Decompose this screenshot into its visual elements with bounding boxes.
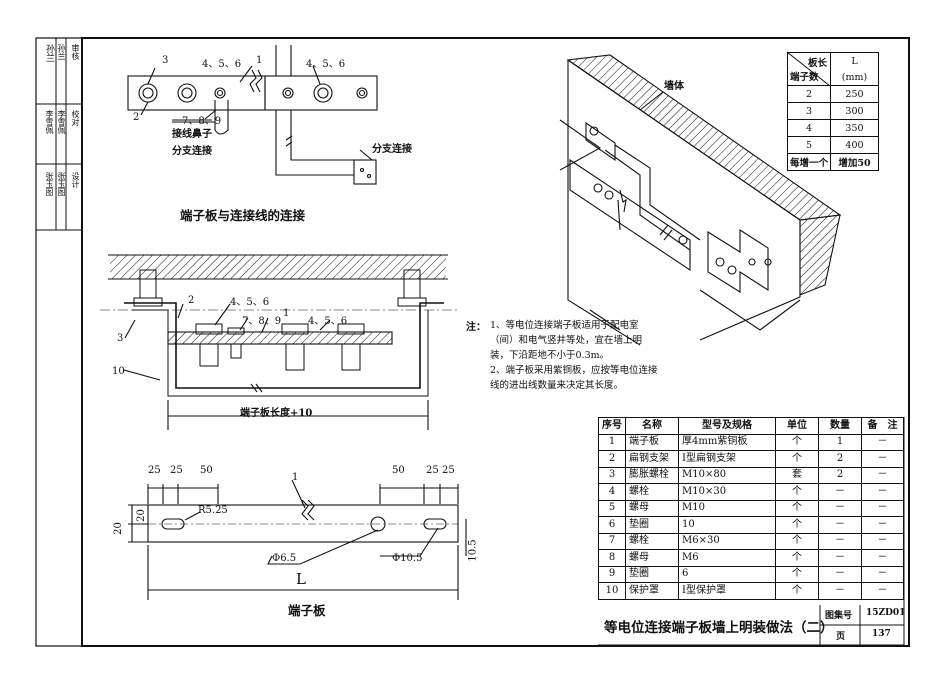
- plate-view-title: 端子板: [288, 603, 326, 618]
- side-name-1: 孙兰: [57, 44, 66, 60]
- side-sign-3: 张玉图: [45, 172, 54, 196]
- dim-20-left: 20: [112, 522, 124, 535]
- dim-25-a: 25: [148, 465, 161, 476]
- section-view: [100, 254, 460, 430]
- length-table-row: 每增一个增加50: [787, 153, 879, 171]
- wall-label: 墙体: [664, 81, 684, 92]
- callout-3-top: 3: [162, 55, 169, 66]
- plate-detail: [128, 479, 467, 600]
- dim-50-right: 50: [392, 465, 405, 476]
- callout-3-section: 3: [117, 333, 124, 344]
- callout-1-plate: 1: [292, 472, 299, 483]
- note-item: 2、端子板采用紫铜板，应按等电位连接线的进出线数量来决定其长度。: [490, 365, 658, 391]
- connection-view: [127, 45, 378, 185]
- dim-25-c: 25: [426, 465, 439, 476]
- length-table-head-L: L: [830, 52, 879, 69]
- dim-phi-small: Φ6.5: [272, 553, 297, 564]
- notes-prefix: 注：: [466, 322, 486, 333]
- callout-456-section-left: 4、5、6: [230, 297, 270, 308]
- dim-phi-big: Φ10.5: [392, 553, 423, 564]
- branch-label-left: 分支连接: [172, 146, 212, 157]
- lug-label: 接线鼻子: [172, 129, 212, 140]
- side-sign-2: 李雪佩: [45, 110, 54, 134]
- length-table-head-top: 板长: [807, 58, 827, 69]
- connection-view-title: 端子板与连接线的连接: [180, 208, 306, 223]
- dim-50-left: 50: [200, 465, 213, 476]
- callout-456-top-right: 4、5、6: [306, 59, 346, 70]
- dim-radius: R5.25: [198, 505, 228, 516]
- atlas-number: 15ZD01: [866, 608, 906, 618]
- dim-20-inner: 20: [135, 509, 147, 522]
- atlas-label: 图集号: [825, 611, 853, 621]
- callout-10-section: 10: [112, 366, 125, 377]
- callout-456-section-right: 4、5、6: [308, 316, 348, 327]
- dim-25-b: 25: [170, 465, 183, 476]
- plate-length-dim: 端子板长度+10: [240, 408, 313, 419]
- side-label-3: 设计: [71, 172, 80, 188]
- side-name-3: 张玉图: [57, 172, 66, 196]
- length-table-head-unit: (mm): [830, 69, 879, 86]
- notes: 1、等电位连接端子板适用于配电室（间）和电气竖井等处，宜在墙上明装，下沿距地不小…: [490, 318, 660, 393]
- callout-789-top: 7、8、9: [182, 116, 222, 127]
- dim-10-5: 10.5: [467, 539, 479, 562]
- callout-1-section: 1: [283, 308, 290, 319]
- side-name-2: 李雪佩: [57, 110, 66, 134]
- dim-L: L: [296, 570, 306, 588]
- title-block-lines: [598, 417, 905, 646]
- page-label: 页: [836, 632, 846, 642]
- branch-label-right: 分支连接: [372, 144, 412, 155]
- callout-789-section: 7、8、9: [242, 316, 282, 327]
- wall-3d-view: [559, 54, 842, 346]
- side-sign-1: 孙兰: [44, 44, 54, 62]
- callout-2-top: 2: [133, 112, 140, 123]
- length-table-head-left: 端子数: [790, 72, 819, 83]
- side-label-1: 审核: [71, 44, 80, 60]
- note-item: 1、等电位连接端子板适用于配电室（间）和电气竖井等处，宜在墙上明装，下沿距地不小…: [490, 320, 643, 361]
- callout-456-top-left: 4、5、6: [202, 59, 242, 70]
- page-number: 137: [872, 629, 891, 639]
- callout-2-section: 2: [188, 295, 195, 306]
- materials-header: 序号 名称 型号及规格 单位 数量 备 注: [598, 417, 904, 435]
- side-label-2: 校对: [71, 110, 80, 126]
- callout-1-top: 1: [256, 55, 263, 66]
- drawing-title: 等电位连接端子板墙上明装做法（二）: [604, 620, 834, 636]
- dim-25-d: 25: [442, 465, 455, 476]
- side-title-block: [36, 38, 82, 231]
